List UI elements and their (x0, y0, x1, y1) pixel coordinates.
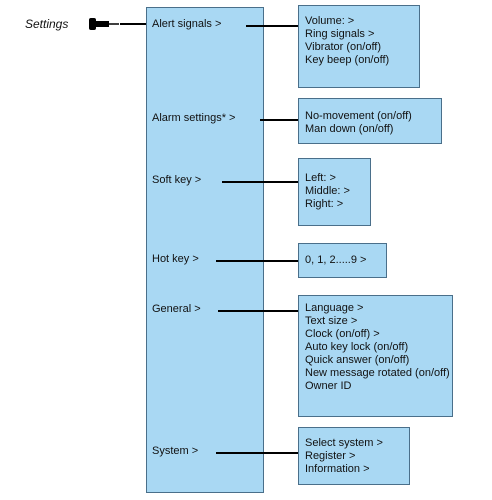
settings-key-icon (89, 18, 119, 30)
option-owner-id[interactable]: Owner ID (305, 380, 352, 392)
menu-item-system[interactable]: System > (152, 445, 199, 457)
option-soft-middle[interactable]: Middle: > (305, 185, 350, 197)
connector-alarm-settings (260, 119, 298, 121)
option-no-movement[interactable]: No-movement (on/off) (305, 110, 412, 122)
option-key-beep[interactable]: Key beep (on/off) (305, 54, 390, 66)
submenu-alarm-settings: No-movement (on/off) Man down (on/off) (298, 98, 442, 144)
connector-soft-key (222, 181, 298, 183)
submenu-alert-signals: Volume: > Ring signals > Vibrator (on/of… (298, 5, 420, 88)
option-hot-keys[interactable]: 0, 1, 2.....9 > (305, 254, 367, 266)
option-clock[interactable]: Clock (on/off) > (305, 328, 380, 340)
submenu-hot-key: 0, 1, 2.....9 > (298, 243, 387, 278)
option-information[interactable]: Information > (305, 463, 370, 475)
menu-item-hot-key[interactable]: Hot key > (152, 253, 199, 265)
option-auto-key-lock[interactable]: Auto key lock (on/off) (305, 341, 409, 353)
option-vibrator[interactable]: Vibrator (on/off) (305, 41, 382, 53)
option-text-size[interactable]: Text size > (305, 315, 358, 327)
option-ring-signals[interactable]: Ring signals > (305, 28, 375, 40)
submenu-general: Language > Text size > Clock (on/off) > … (298, 295, 453, 417)
option-volume[interactable]: Volume: > (305, 15, 355, 27)
menu-item-soft-key[interactable]: Soft key > (152, 174, 202, 186)
connector-hot-key (216, 260, 298, 262)
settings-menu-panel (146, 7, 264, 493)
connector-general (218, 310, 298, 312)
option-soft-left[interactable]: Left: > (305, 172, 336, 184)
submenu-soft-key: Left: > Middle: > Right: > (298, 158, 371, 226)
connector-system (216, 452, 298, 454)
menu-item-general[interactable]: General > (152, 303, 201, 315)
menu-item-alarm-settings[interactable]: Alarm settings* > (152, 112, 236, 124)
root-connector (120, 23, 146, 25)
option-language[interactable]: Language > (305, 302, 364, 314)
option-quick-answer[interactable]: Quick answer (on/off) (305, 354, 410, 366)
option-register[interactable]: Register > (305, 450, 356, 462)
settings-root-label: Settings (25, 17, 69, 31)
option-select-system[interactable]: Select system > (305, 437, 383, 449)
submenu-system: Select system > Register > Information > (298, 427, 410, 485)
option-new-message-rotated[interactable]: New message rotated (on/off) (305, 367, 450, 379)
option-soft-right[interactable]: Right: > (305, 198, 344, 210)
connector-alert-signals (246, 25, 298, 27)
option-man-down[interactable]: Man down (on/off) (305, 123, 394, 135)
menu-item-alert-signals[interactable]: Alert signals > (152, 18, 222, 30)
